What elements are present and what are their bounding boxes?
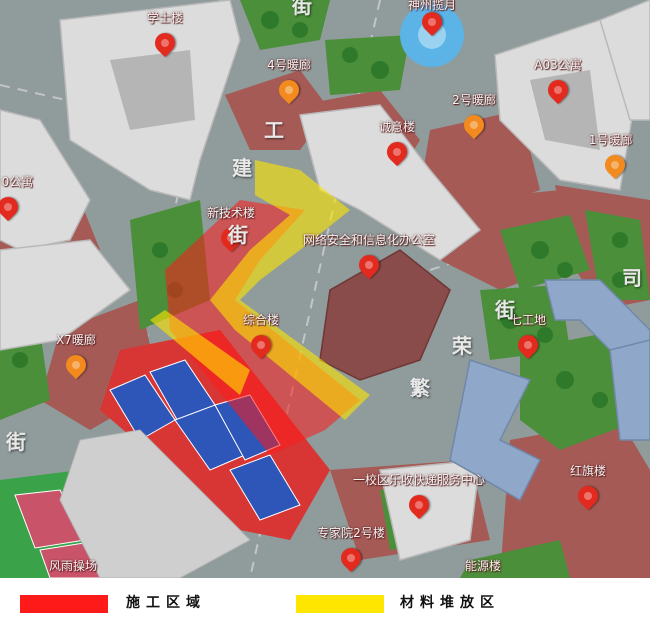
street-label-gongjian-1: 工 [264, 118, 284, 142]
construction-zone-label: 施工区域 [126, 595, 206, 611]
campus-map[interactable]: 学士楼 神州揽月 4号暖廊 A03公寓 2号暖廊 诚意楼 1号暖廊 0公寓 新技… [0, 0, 650, 578]
construction-zone-swatch [20, 595, 108, 613]
marker-label: X7暖廊 [56, 333, 96, 347]
marker-label: 神州揽月 [407, 0, 457, 12]
marker-label: 4号暖廊 [267, 58, 311, 72]
marker-label: 专家院2号楼 [317, 526, 385, 540]
map-base [0, 0, 650, 578]
marker-label: 能源楼 [464, 559, 502, 573]
street-label-jie-left: 街 [6, 430, 26, 454]
marker-label: 综合楼 [242, 313, 280, 327]
street-label-fanrong-2: 荣 [452, 334, 472, 358]
marker-label: 一校区乐收快递服务中心 [352, 473, 486, 487]
street-label-jie-top: 街 [292, 0, 312, 18]
street-label-gongjian-3: 街 [228, 223, 248, 247]
marker-label: 网络安全和信息化办公室 [302, 233, 436, 247]
street-label-gongjian-2: 建 [232, 156, 252, 180]
marker-label: 红旗楼 [569, 464, 607, 478]
marker-label: 诚意楼 [378, 120, 416, 134]
street-label-fanrong-1: 繁 [410, 376, 430, 400]
marker-label: 七工地 [509, 313, 547, 327]
marker-label: A03公寓 [534, 58, 582, 72]
street-label-fanrong-3: 街 [495, 298, 515, 322]
marker-label: 新技术楼 [206, 206, 256, 220]
marker-label: 1号暖廊 [588, 133, 633, 147]
marker-label: 0公寓 [1, 175, 34, 189]
marker-label: 风雨操场 [48, 559, 98, 573]
marker-label: 学士楼 [146, 11, 184, 25]
marker-label: 2号暖廊 [452, 93, 496, 107]
storage-zone-swatch [296, 595, 384, 613]
map-legend: 施工区域 材料堆放区 [0, 578, 650, 642]
storage-zone-label: 材料堆放区 [400, 595, 500, 611]
street-label-si: 司 [622, 266, 642, 290]
